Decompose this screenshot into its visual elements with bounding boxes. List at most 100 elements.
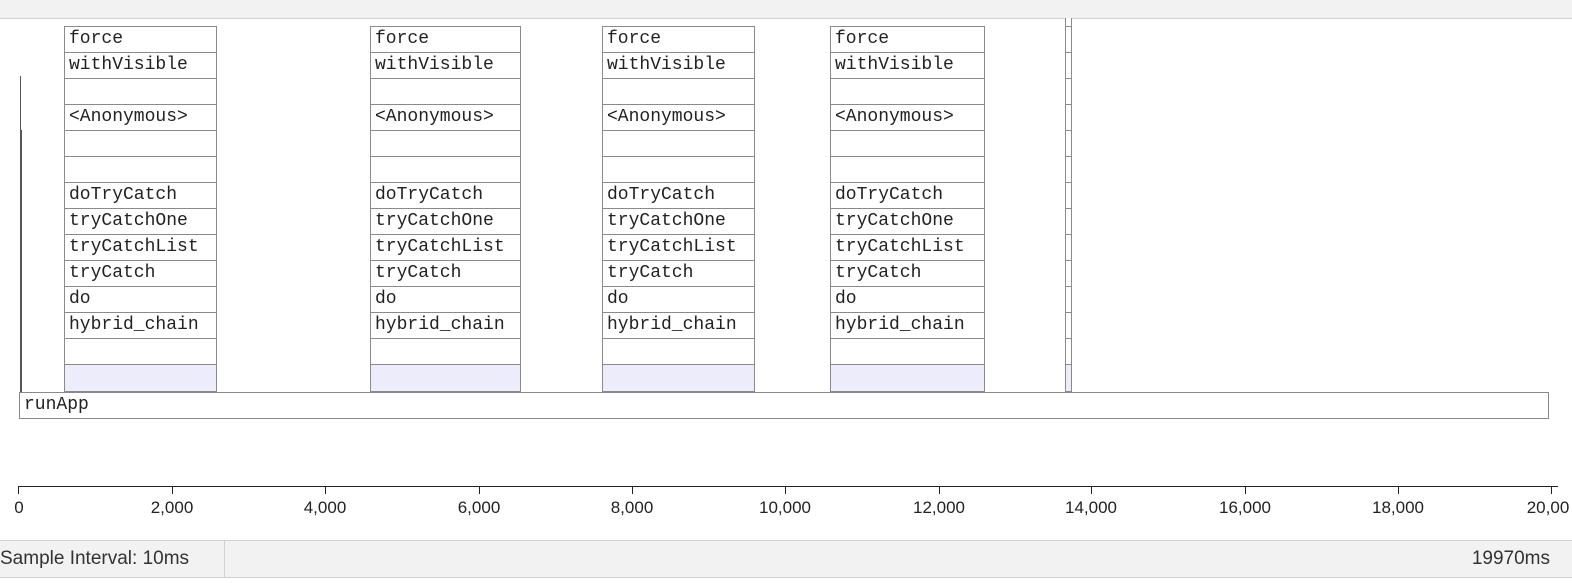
- frame-do[interactable]: do: [370, 286, 521, 313]
- axis-tick-label: 8,000: [610, 498, 654, 517]
- frame-doTryCatch[interactable]: doTryCatch: [370, 182, 521, 209]
- narrow-frame-selected[interactable]: [1065, 364, 1072, 392]
- frame-do[interactable]: do: [64, 286, 217, 313]
- frame-blank[interactable]: [64, 130, 217, 157]
- frame-hybrid-chain[interactable]: hybrid_chain: [64, 312, 217, 339]
- frame-tryCatch[interactable]: tryCatch: [370, 260, 521, 287]
- axis-tick-label: 16,000: [1219, 498, 1271, 517]
- axis-tick-label: 12,000: [913, 498, 965, 517]
- frame-doTryCatch[interactable]: doTryCatch: [64, 182, 217, 209]
- flame-graph[interactable]: force withVisible <Anonymous> doTryCatch…: [0, 18, 1572, 438]
- axis-tick-label: 10,000: [759, 498, 811, 517]
- frame-blank[interactable]: [830, 338, 985, 365]
- frame-do[interactable]: do: [830, 286, 985, 313]
- frame-tryCatchOne[interactable]: tryCatchOne: [602, 208, 755, 235]
- frame-blank[interactable]: [370, 78, 521, 105]
- frame-hybrid-chain[interactable]: hybrid_chain: [830, 312, 985, 339]
- frame-blank[interactable]: [64, 78, 217, 105]
- frame-blank[interactable]: [602, 338, 755, 365]
- frame-tryCatchOne[interactable]: tryCatchOne: [830, 208, 985, 235]
- frame-doTryCatch[interactable]: doTryCatch: [602, 182, 755, 209]
- frame-force[interactable]: force: [64, 26, 217, 53]
- frame-selected[interactable]: [64, 364, 217, 392]
- axis-tick: [632, 486, 633, 494]
- narrow-frame-divider: [1065, 156, 1072, 157]
- frame-blank[interactable]: [370, 156, 521, 183]
- frame-tryCatch[interactable]: tryCatch: [602, 260, 755, 287]
- frame-withVisible[interactable]: withVisible: [830, 52, 985, 79]
- sample-interval-label: Sample Interval: 10ms: [0, 541, 225, 577]
- frame-blank[interactable]: [830, 78, 985, 105]
- frame-selected[interactable]: [830, 364, 985, 392]
- narrow-stack-column[interactable]: [1065, 18, 1072, 392]
- frame-doTryCatch[interactable]: doTryCatch: [830, 182, 985, 209]
- frame-force[interactable]: force: [370, 26, 521, 53]
- frame-anonymous[interactable]: <Anonymous>: [370, 104, 521, 131]
- axis-tick-label: 4,000: [303, 498, 347, 517]
- narrow-frame-divider: [1065, 312, 1072, 313]
- axis-tick: [1245, 486, 1246, 494]
- total-time-label: 19970ms: [1471, 548, 1550, 569]
- axis-tick-label: 14,000: [1065, 498, 1117, 517]
- frame-force[interactable]: force: [602, 26, 755, 53]
- narrow-frame-divider: [1065, 338, 1072, 339]
- top-toolbar: [0, 0, 1572, 19]
- narrow-frame-divider: [1065, 26, 1072, 27]
- frame-hybrid-chain[interactable]: hybrid_chain: [370, 312, 521, 339]
- time-axis: 0 2,000 4,000 6,000 8,000 10,000 12,000 …: [0, 470, 1572, 530]
- axis-tick: [1091, 486, 1092, 494]
- frame-runApp[interactable]: runApp: [19, 392, 1549, 419]
- frame-tryCatchList[interactable]: tryCatchList: [370, 234, 521, 261]
- axis-tick: [325, 486, 326, 494]
- narrow-frame-divider: [1065, 208, 1072, 209]
- frame-anonymous[interactable]: <Anonymous>: [602, 104, 755, 131]
- frame-blank[interactable]: [370, 130, 521, 157]
- axis-tick-label: 6,000: [457, 498, 501, 517]
- axis-tick: [479, 486, 480, 494]
- narrow-frame-divider: [1065, 234, 1072, 235]
- frame-blank[interactable]: [370, 338, 521, 365]
- frame-tryCatchOne[interactable]: tryCatchOne: [370, 208, 521, 235]
- frame-blank[interactable]: [602, 78, 755, 105]
- frame-withVisible[interactable]: withVisible: [602, 52, 755, 79]
- frame-tryCatch[interactable]: tryCatch: [64, 260, 217, 287]
- axis-line: [18, 486, 1558, 487]
- frame-anonymous[interactable]: <Anonymous>: [64, 104, 217, 131]
- frame-tryCatchList[interactable]: tryCatchList: [602, 234, 755, 261]
- narrow-frame-divider: [1065, 260, 1072, 261]
- thin-stack-line: [21, 130, 22, 392]
- frame-selected[interactable]: [370, 364, 521, 392]
- narrow-frame-divider: [1065, 104, 1072, 105]
- frame-do[interactable]: do: [602, 286, 755, 313]
- frame-tryCatchList[interactable]: tryCatchList: [64, 234, 217, 261]
- frame-selected[interactable]: [602, 364, 755, 392]
- narrow-frame-divider: [1065, 182, 1072, 183]
- axis-tick-label: 0: [14, 498, 24, 517]
- narrow-frame-divider: [1065, 78, 1072, 79]
- axis-tick: [18, 486, 19, 494]
- frame-anonymous[interactable]: <Anonymous>: [830, 104, 985, 131]
- frame-force[interactable]: force: [830, 26, 985, 53]
- frame-tryCatchList[interactable]: tryCatchList: [830, 234, 985, 261]
- frame-tryCatch[interactable]: tryCatch: [830, 260, 985, 287]
- frame-hybrid-chain[interactable]: hybrid_chain: [602, 312, 755, 339]
- axis-tick-label: 20,00: [1526, 498, 1570, 517]
- frame-blank[interactable]: [602, 130, 755, 157]
- frame-withVisible[interactable]: withVisible: [64, 52, 217, 79]
- frame-blank[interactable]: [830, 130, 985, 157]
- axis-tick-label: 2,000: [150, 498, 194, 517]
- axis-tick: [1398, 486, 1399, 494]
- axis-tick: [939, 486, 940, 494]
- narrow-frame-divider: [1065, 130, 1072, 131]
- frame-blank[interactable]: [602, 156, 755, 183]
- axis-tick-label: 18,000: [1372, 498, 1424, 517]
- narrow-frame-divider: [1065, 286, 1072, 287]
- frame-blank[interactable]: [830, 156, 985, 183]
- thin-stack-line: [20, 76, 21, 392]
- axis-tick: [1551, 486, 1552, 494]
- frame-withVisible[interactable]: withVisible: [370, 52, 521, 79]
- frame-blank[interactable]: [64, 338, 217, 365]
- axis-tick: [785, 486, 786, 494]
- frame-blank[interactable]: [64, 156, 217, 183]
- frame-tryCatchOne[interactable]: tryCatchOne: [64, 208, 217, 235]
